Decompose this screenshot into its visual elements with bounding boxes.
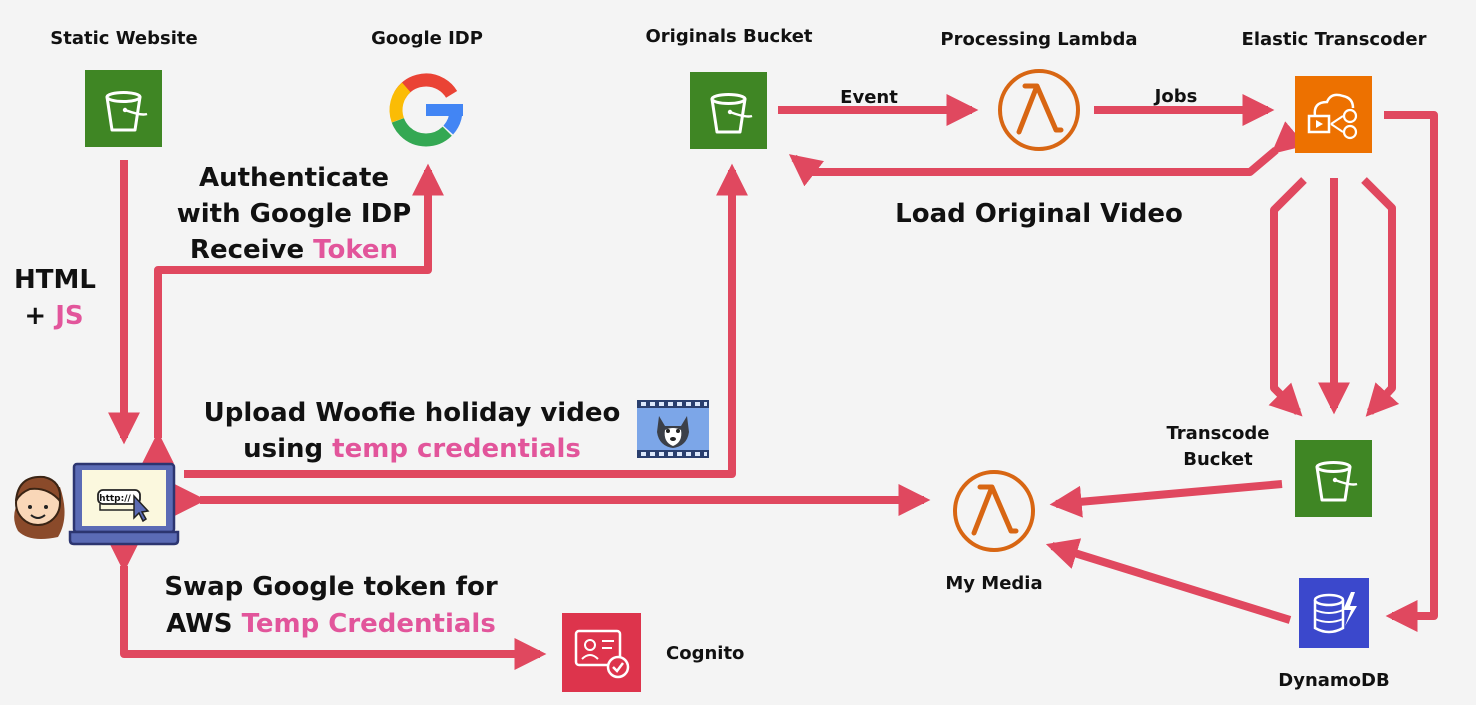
arrow-dynamodb-to-mymedia <box>1045 538 1292 624</box>
laptop-icon <box>68 462 180 546</box>
transcode-bucket-label-line1: Transcode <box>1167 423 1270 444</box>
elastic-transcoder-label: Elastic Transcoder <box>1242 29 1427 50</box>
js-annotation-line2: + JS <box>24 301 83 331</box>
user-avatar-icon <box>14 475 65 539</box>
google-icon <box>389 73 463 147</box>
swap-annotation-line1: Swap Google token for <box>164 572 497 602</box>
arrow-upload-to-originals <box>184 163 748 478</box>
transcode-bucket-label-line2: Bucket <box>1183 449 1253 470</box>
originals-bucket-label: Originals Bucket <box>645 26 812 47</box>
laptop-screen-text: http:// <box>99 494 131 504</box>
static-website-label: Static Website <box>50 28 197 49</box>
cognito-label: Cognito <box>666 643 744 664</box>
processing-lambda-icon <box>998 69 1080 151</box>
authenticate-annotation-line1: Authenticate <box>199 163 389 193</box>
arrow-bucket-to-mymedia <box>1049 480 1283 518</box>
event-annotation: Event <box>840 87 898 108</box>
arrow-transcoder-to-bucket-3 <box>1361 177 1400 417</box>
cognito-icon <box>562 613 641 692</box>
load-original-video-annotation: Load Original Video <box>895 199 1183 229</box>
arrows <box>108 94 1438 670</box>
authenticate-annotation-line3: Receive Token <box>190 235 398 265</box>
arrow-laptop-google <box>142 163 444 464</box>
static-website-s3-icon <box>85 70 162 147</box>
arrow-transcoder-to-bucket-1 <box>1268 177 1307 417</box>
elastic-transcoder-icon <box>1295 76 1372 153</box>
arrow-load-original <box>788 121 1306 187</box>
dynamodb-icon <box>1299 578 1369 648</box>
upload-annotation-line2: using temp credentials <box>243 434 581 464</box>
swap-annotation-line2: AWS Temp Credentials <box>166 609 496 639</box>
video-husky-icon <box>637 400 709 458</box>
my-media-label: My Media <box>945 573 1042 594</box>
arrow-transcoder-to-dynamodb <box>1384 111 1438 632</box>
arrow-laptop-cognito <box>108 540 547 670</box>
my-media-lambda-icon <box>953 470 1035 552</box>
upload-annotation-line1: Upload Woofie holiday video <box>204 398 621 428</box>
google-idp-label: Google IDP <box>371 28 483 49</box>
dynamodb-label: DynamoDB <box>1278 670 1389 691</box>
originals-bucket-s3-icon <box>690 72 767 149</box>
jobs-annotation: Jobs <box>1153 86 1198 107</box>
html-annotation-line1: HTML <box>14 265 96 295</box>
processing-lambda-label: Processing Lambda <box>940 29 1137 50</box>
transcode-bucket-s3-icon <box>1295 440 1372 517</box>
authenticate-annotation-line2: with Google IDP <box>177 199 412 229</box>
